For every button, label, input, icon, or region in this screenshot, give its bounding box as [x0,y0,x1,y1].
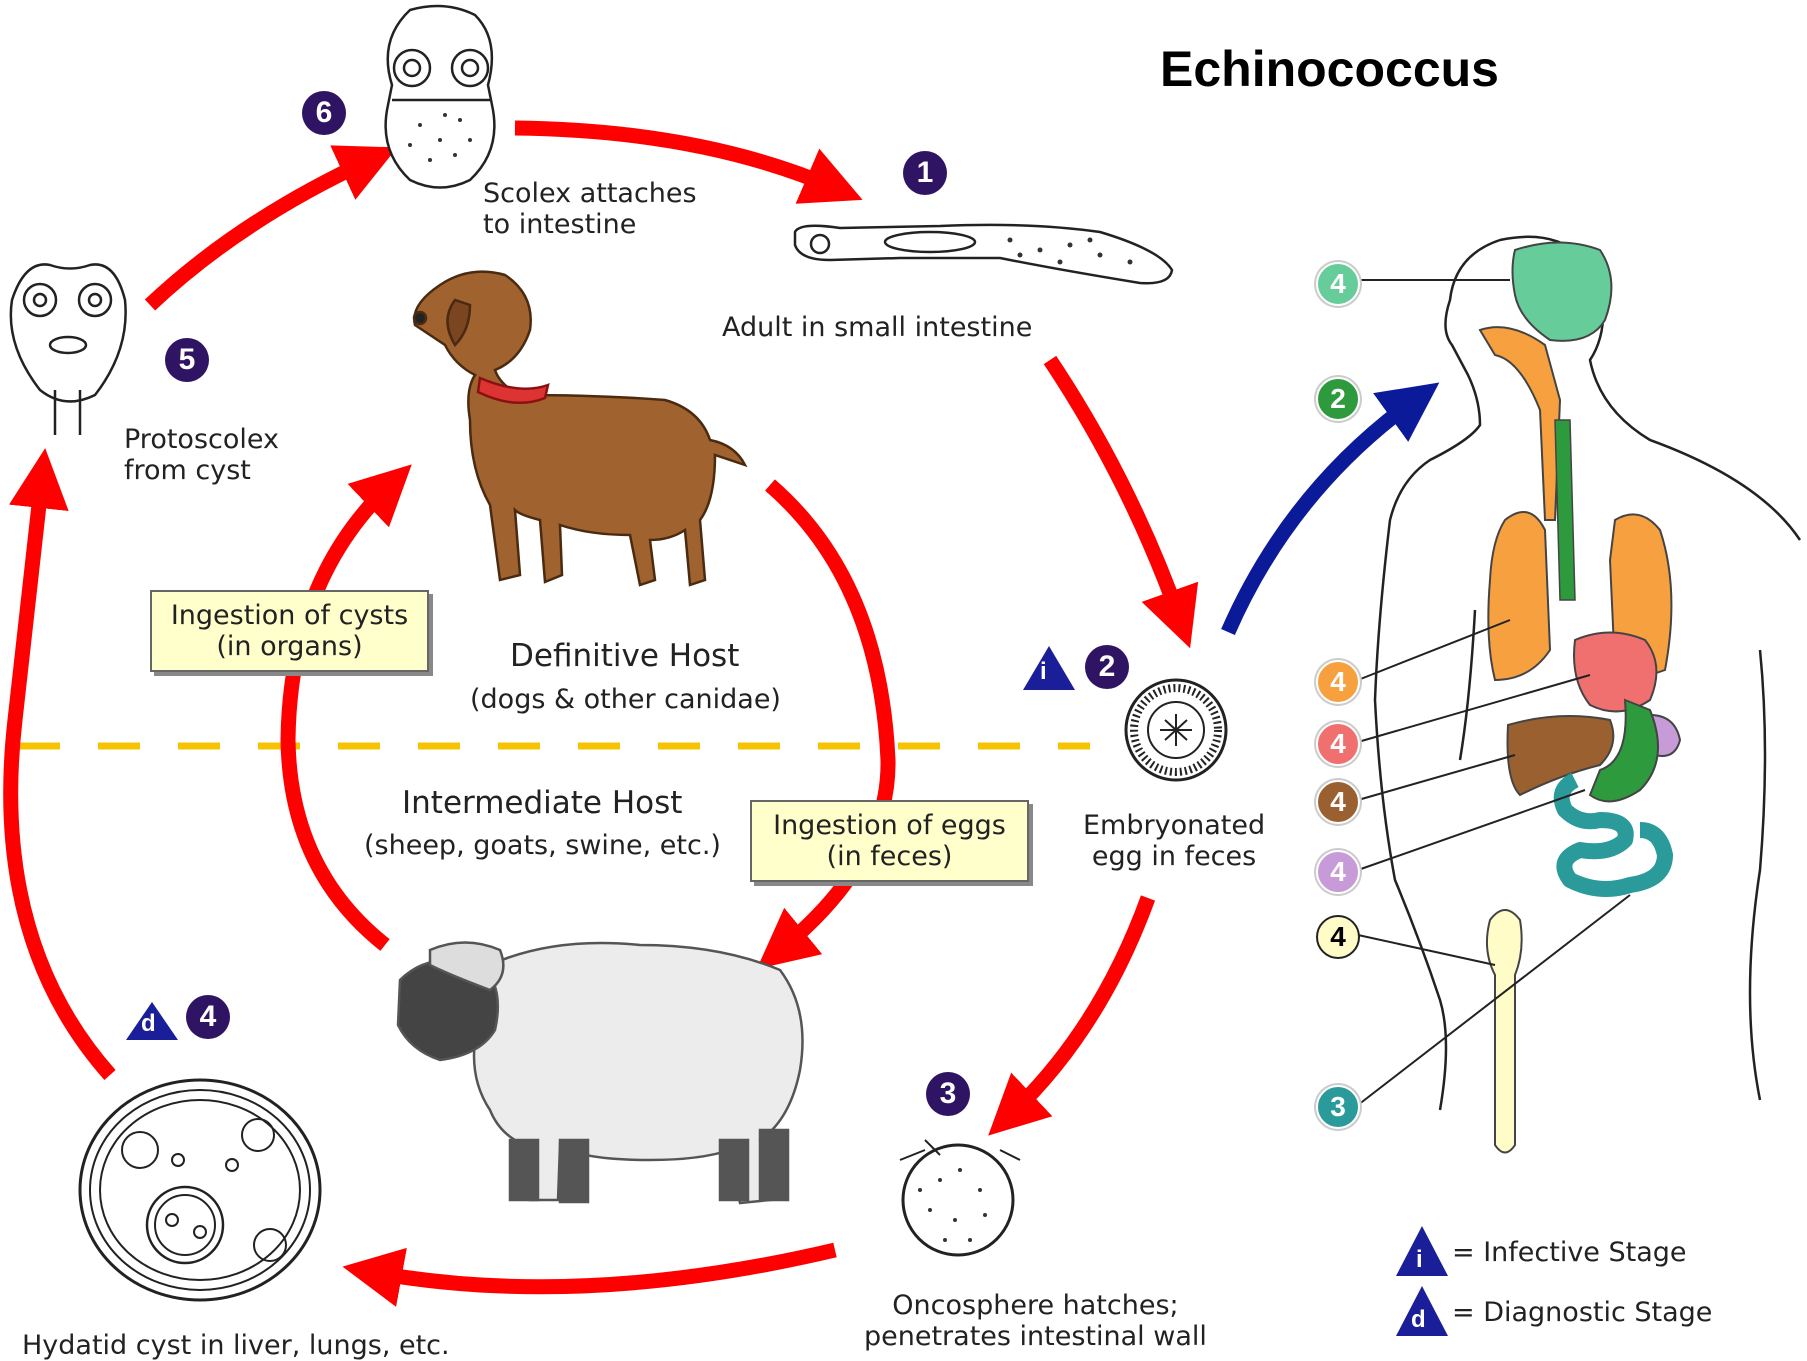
diagnostic-marker-letter: d [141,1008,156,1039]
human-body-illustration [1358,237,1800,1153]
human-marker-heart: 4 [1316,722,1360,766]
embryonated-egg-label: Embryonated egg in feces [1083,810,1265,872]
intermediate-host-subtitle: (sheep, goats, swine, etc.) [364,830,721,861]
human-marker-intestine: 3 [1316,1085,1360,1129]
embryonated-egg-illustration [1126,680,1226,780]
arrow-egg-to-human [1228,400,1415,632]
sheep-illustration [398,943,803,1204]
stage-badge-2: 2 [1085,645,1129,689]
infective-marker-letter: i [1040,656,1047,687]
arrow-oncosphere-to-cyst [372,1250,835,1287]
hydatid-label: Hydatid cyst in liver, lungs, etc. [22,1330,450,1361]
protoscolex-label: Protoscolex from cyst [124,424,279,486]
infective-triangle-icon [1023,646,1075,690]
legend-diagnostic-label: = Diagnostic Stage [1452,1297,1712,1328]
ingestion-cysts-box: Ingestion of cysts (in organs) [150,590,429,672]
oncosphere-label: Oncosphere hatches; penetrates intestina… [864,1290,1207,1352]
stage-badge-4: 4 [186,995,230,1039]
stage-badge-5: 5 [165,338,209,382]
adult-worm-illustration [795,225,1172,283]
ingestion-eggs-box: Ingestion of eggs (in feces) [750,800,1029,882]
arrow-egg-to-oncosphere [1010,898,1148,1115]
human-marker-liver: 4 [1316,780,1360,824]
human-marker-bone: 4 [1316,915,1360,959]
legend-infective-label: = Infective Stage [1452,1237,1687,1268]
legend-infective-letter: i [1416,1244,1423,1275]
dog-illustration [414,272,745,585]
protoscolex-illustration [11,264,126,435]
definitive-host-title: Definitive Host [510,641,739,672]
intermediate-host-title: Intermediate Host [402,788,682,819]
arrow-adult-to-egg [1050,360,1180,620]
human-marker-lungs: 4 [1316,660,1360,704]
arrow-sheep-to-dog [288,485,390,945]
scolex-label: Scolex attaches to intestine [483,178,697,240]
arrow-cyst-to-protoscolex [11,478,110,1075]
legend-diagnostic-letter: d [1411,1304,1426,1335]
human-marker-mouth: 2 [1316,377,1360,421]
adult-label: Adult in small intestine [722,312,1032,343]
stage-badge-3: 3 [926,1072,970,1116]
diagram-title: Echinococcus [1160,40,1499,98]
stage-badge-6: 6 [302,91,346,135]
hydatid-cyst-illustration [80,1080,320,1300]
arrow-protoscolex-to-scolex [150,160,370,305]
oncosphere-illustration [900,1140,1020,1255]
scolex-illustration [386,6,495,188]
human-marker-brain: 4 [1316,262,1360,306]
stage-badge-1: 1 [903,151,947,195]
definitive-host-subtitle: (dogs & other canidae) [470,684,781,715]
human-marker-spleen: 4 [1316,850,1360,894]
